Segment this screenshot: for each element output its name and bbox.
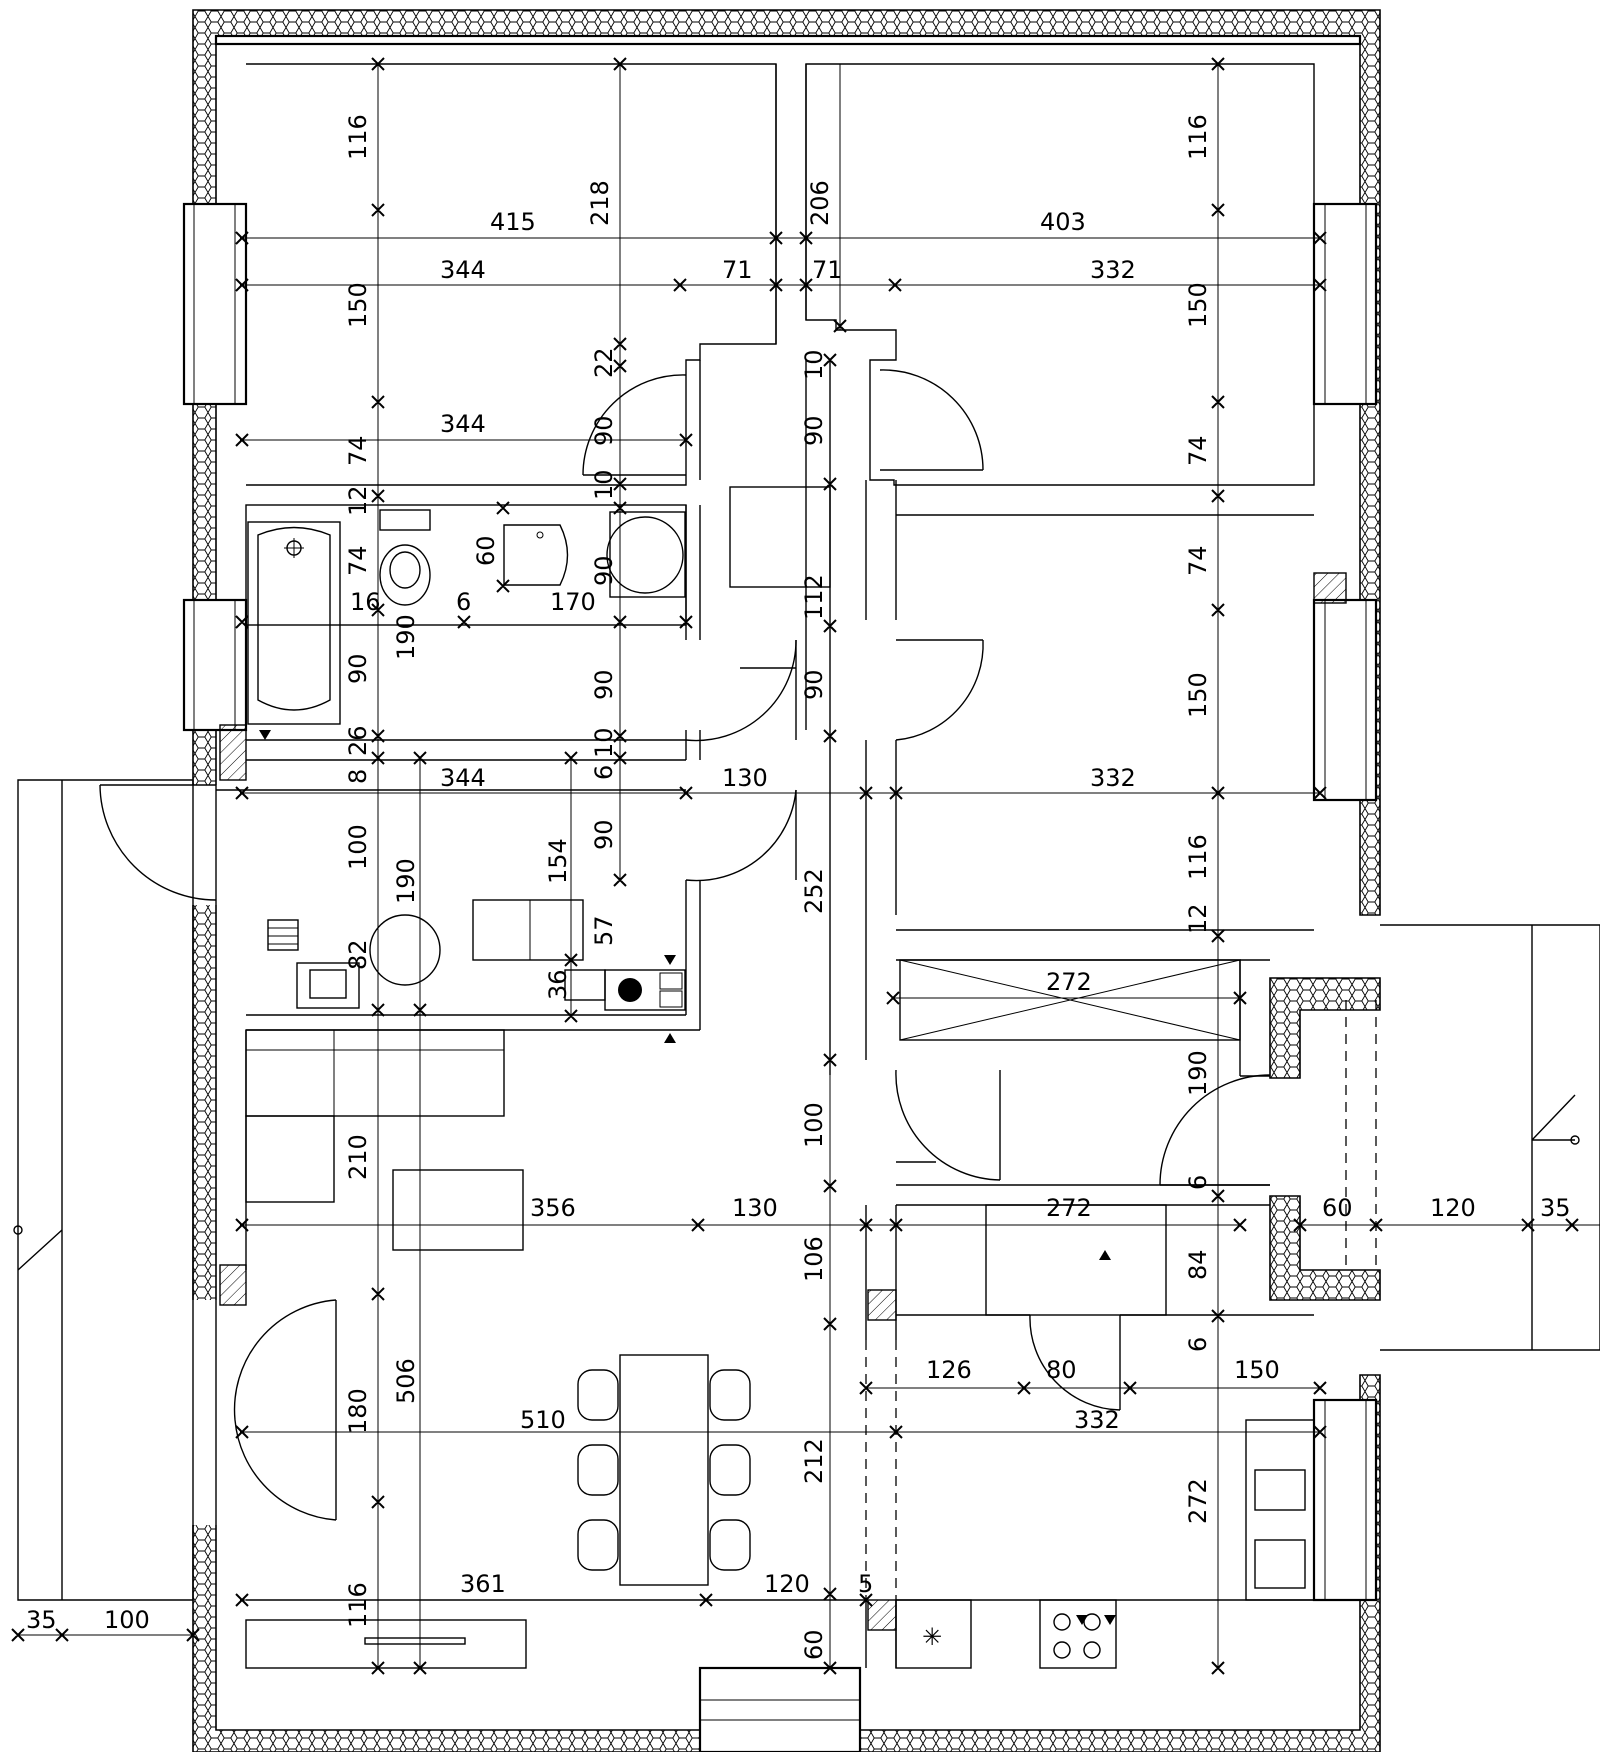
dim-71: 71	[722, 256, 753, 284]
dim-272: 272	[1046, 968, 1092, 996]
dim-22: 22	[590, 347, 618, 378]
dim-212: 212	[800, 1438, 828, 1484]
fixtures: ✳	[219, 486, 1347, 1669]
dim-6: 6	[1184, 1337, 1212, 1352]
dim-344: 344	[440, 764, 486, 792]
arrow-markers	[259, 730, 1116, 1625]
dim-71: 71	[812, 256, 843, 284]
dim-361: 361	[460, 1570, 506, 1598]
dim-190: 190	[392, 858, 420, 904]
dim-356: 356	[530, 1194, 576, 1222]
dim-10: 10	[590, 469, 618, 500]
dim-415: 415	[490, 208, 536, 236]
dim-112: 112	[800, 574, 828, 620]
dim-60: 60	[1322, 1194, 1353, 1222]
dim-510: 510	[520, 1406, 566, 1434]
dim-12: 12	[1184, 903, 1212, 934]
dim-130: 130	[732, 1194, 778, 1222]
dim-74: 74	[344, 545, 372, 576]
dim-80: 80	[1046, 1356, 1077, 1384]
dim-332: 332	[1090, 256, 1136, 284]
dim-252: 252	[800, 868, 828, 914]
dim-90: 90	[800, 415, 828, 446]
dim-90: 90	[344, 653, 372, 684]
dim-150: 150	[1184, 282, 1212, 328]
dim-57: 57	[590, 915, 618, 946]
dim-190: 190	[392, 614, 420, 660]
dim-16: 16	[350, 588, 381, 616]
dim-150: 150	[1184, 672, 1212, 718]
doors	[99, 369, 1271, 1521]
dim-90: 90	[590, 415, 618, 446]
dim-90: 90	[590, 819, 618, 850]
dim-210: 210	[344, 1134, 372, 1180]
dim-26: 26	[344, 725, 372, 756]
dim-403: 403	[1040, 208, 1086, 236]
dim-36: 36	[544, 969, 572, 1000]
dimension-lines	[18, 64, 1600, 1668]
dim-344: 344	[440, 410, 486, 438]
dim-90: 90	[590, 555, 618, 586]
dim-190: 190	[1184, 1050, 1212, 1096]
dim-218: 218	[586, 180, 614, 226]
dim-332: 332	[1090, 764, 1136, 792]
dim-116-right: 116	[1184, 114, 1212, 160]
dim-332: 332	[1074, 1406, 1120, 1434]
dim-8: 8	[344, 769, 372, 784]
dim-90: 90	[800, 669, 828, 700]
dim-74: 74	[1184, 435, 1212, 466]
dim-90: 90	[590, 669, 618, 700]
dim-170: 170	[550, 588, 596, 616]
dim-100: 100	[800, 1102, 828, 1148]
dim-150: 150	[1234, 1356, 1280, 1384]
dim-5: 5	[858, 1570, 873, 1598]
dim-344: 344	[440, 256, 486, 284]
dim-74: 74	[1184, 545, 1212, 576]
dimension-labels: 116 415 218 206 403 116 344 71 71 332 15…	[26, 114, 1571, 1660]
dim-6: 6	[456, 588, 471, 616]
dim-100: 100	[344, 824, 372, 870]
dim-82: 82	[344, 939, 372, 970]
dim-150: 150	[344, 282, 372, 328]
dim-60: 60	[800, 1629, 828, 1660]
terraces	[13, 779, 1600, 1601]
dim-116: 116	[344, 114, 372, 160]
dim-116: 116	[1184, 834, 1212, 880]
dim-10: 10	[800, 349, 828, 380]
dim-35: 35	[1540, 1194, 1571, 1222]
dim-120: 120	[1430, 1194, 1476, 1222]
dim-206: 206	[806, 180, 834, 226]
dim-35: 35	[26, 1606, 57, 1634]
dim-6: 6	[590, 765, 618, 780]
dim-506: 506	[392, 1358, 420, 1404]
dim-120: 120	[764, 1570, 810, 1598]
entrance-openings	[190, 785, 220, 1525]
dim-272: 272	[1184, 1478, 1212, 1524]
dim-74: 74	[344, 435, 372, 466]
dimension-ticks	[11, 57, 1579, 1675]
dim-60: 60	[472, 535, 500, 566]
dim-12: 12	[344, 485, 372, 516]
dim-100: 100	[104, 1606, 150, 1634]
dim-126: 126	[926, 1356, 972, 1384]
dim-154: 154	[544, 838, 572, 884]
dim-106: 106	[800, 1236, 828, 1282]
dim-130: 130	[722, 764, 768, 792]
dim-272: 272	[1046, 1194, 1092, 1222]
windows	[182, 202, 1378, 1752]
dim-6: 6	[1184, 1175, 1212, 1190]
dim-10: 10	[590, 727, 618, 758]
dim-84: 84	[1184, 1249, 1212, 1280]
svg-text:✳: ✳	[922, 1623, 942, 1651]
dim-180: 180	[344, 1388, 372, 1434]
dim-116: 116	[344, 1582, 372, 1628]
